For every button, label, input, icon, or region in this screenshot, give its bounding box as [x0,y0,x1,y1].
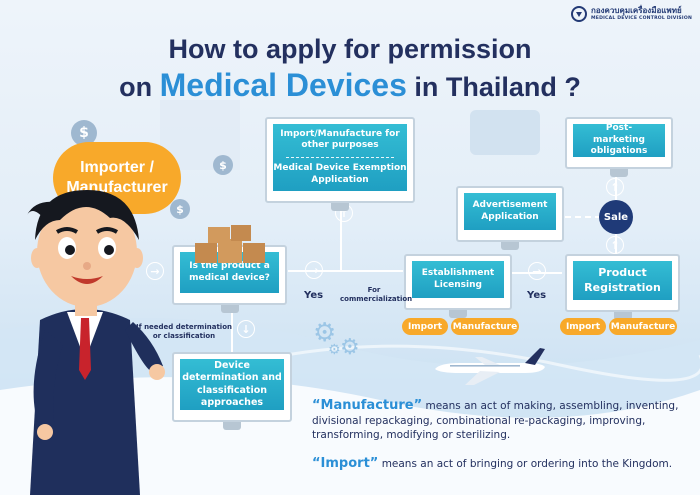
connector-line [340,206,342,272]
yes-label: Yes [527,290,547,301]
yes-label: Yes [304,290,324,301]
device-determination-label: Device determination and classification … [180,359,284,410]
establishment-licensing-box: Establishment Licensing [404,254,512,310]
manufacture-definition: “Manufacture” means an act of making, as… [312,398,682,442]
title-suffix: in Thailand ? [414,72,581,102]
import-term: “Import” [312,456,379,471]
right-arrow-icon: → [528,262,546,280]
dashed-divider [286,157,394,158]
gear-icon: ⚙ [340,335,360,360]
manufacture-term: “Manufacture” [312,398,423,413]
gear-icon: ⚙ [313,318,337,348]
product-registration-label: Product Registration [573,261,672,300]
up-arrow-icon: ↑ [606,178,624,196]
establishment-licensing-label: Establishment Licensing [412,261,504,298]
import-definition-text: means an act of bringing or ordering int… [381,458,673,470]
product-registration-box: Product Registration [565,254,680,312]
page-title-line-1: How to apply for permission [168,34,532,64]
title-highlight: Medical Devices [159,67,407,103]
division-emblem-icon [571,6,587,22]
device-determination-box: Device determination and classification … [172,352,292,422]
division-logo: กองควบคุมเครื่องมือแพทย์ MEDICAL DEVICE … [571,6,692,22]
post-marketing-box: Post-marketing obligations [565,117,673,169]
other-purposes-box: Import/Manufacture for other purposes Me… [265,117,415,203]
importer-label: Importer / [80,159,154,176]
advertisement-box: Advertisement Application [456,186,564,242]
airplane-illustration [435,348,545,385]
advertisement-label: Advertisement Application [464,193,556,230]
logo-name-thai: กองควบคุมเครื่องมือแพทย์ [591,6,682,16]
if-needed-label: If needed determination or classificatio… [135,323,232,340]
page-title-line-2: on Medical Devices in Thailand ? [0,67,700,104]
dollar-coin-icon: $ [170,199,190,219]
up-arrow-icon: ↑ [606,236,624,254]
other-purposes-label: Import/Manufacture for other purposes [280,128,400,151]
import-definition: “Import” means an act of bringing or ord… [312,456,687,473]
manufacture-definition-text: means an act of making, assembling, inve… [312,400,679,441]
title-prefix: on [119,72,153,102]
connector-line [288,270,403,272]
for-commercialization-label: For commercialization [340,286,413,303]
manufacture-pill: Manufacture [609,318,677,335]
businessman-illustration [27,190,165,495]
exemption-label: Medical Device Exemption Application [273,163,407,185]
connector-line [231,306,233,368]
dollar-coin-icon: $ [213,155,233,175]
sale-badge: Sale [599,200,633,234]
right-arrow-icon: → [305,261,323,279]
logo-name-english: MEDICAL DEVICE CONTROL DIVISION [591,15,692,21]
manufacture-pill: Manufacture [451,318,519,335]
dashed-connector [565,216,601,218]
post-marketing-label: Post-marketing obligations [573,123,665,157]
import-pill: Import [560,318,606,335]
dollar-coin-icon: $ [71,120,97,146]
import-pill: Import [402,318,448,335]
product-boxes-illustration [195,225,265,263]
down-arrow-icon: ↓ [237,320,255,338]
gear-icon: ⚙ [328,342,341,358]
right-arrow-icon: → [146,262,164,280]
